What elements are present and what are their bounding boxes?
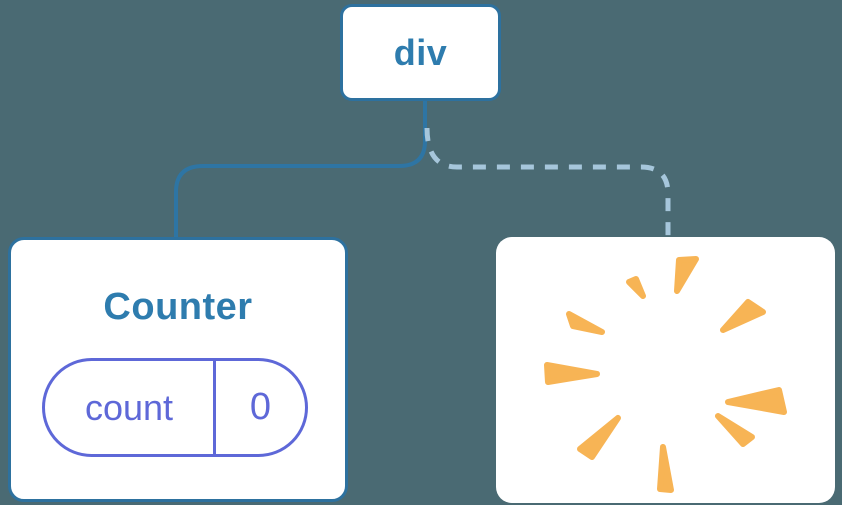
div-node-label: div — [393, 31, 448, 73]
counter-title: Counter — [103, 286, 253, 328]
state-key-label: count — [45, 361, 216, 454]
state-pill: count 0 — [42, 358, 308, 457]
tree-node-counter: Counter count 0 — [8, 237, 348, 502]
tree-node-div: div — [340, 4, 501, 101]
edge-div-to-removed — [424, 127, 671, 238]
edge-div-to-counter — [174, 101, 427, 238]
poof-burst-icon — [544, 256, 787, 493]
tree-node-removed — [496, 237, 835, 503]
state-value: 0 — [249, 386, 272, 428]
